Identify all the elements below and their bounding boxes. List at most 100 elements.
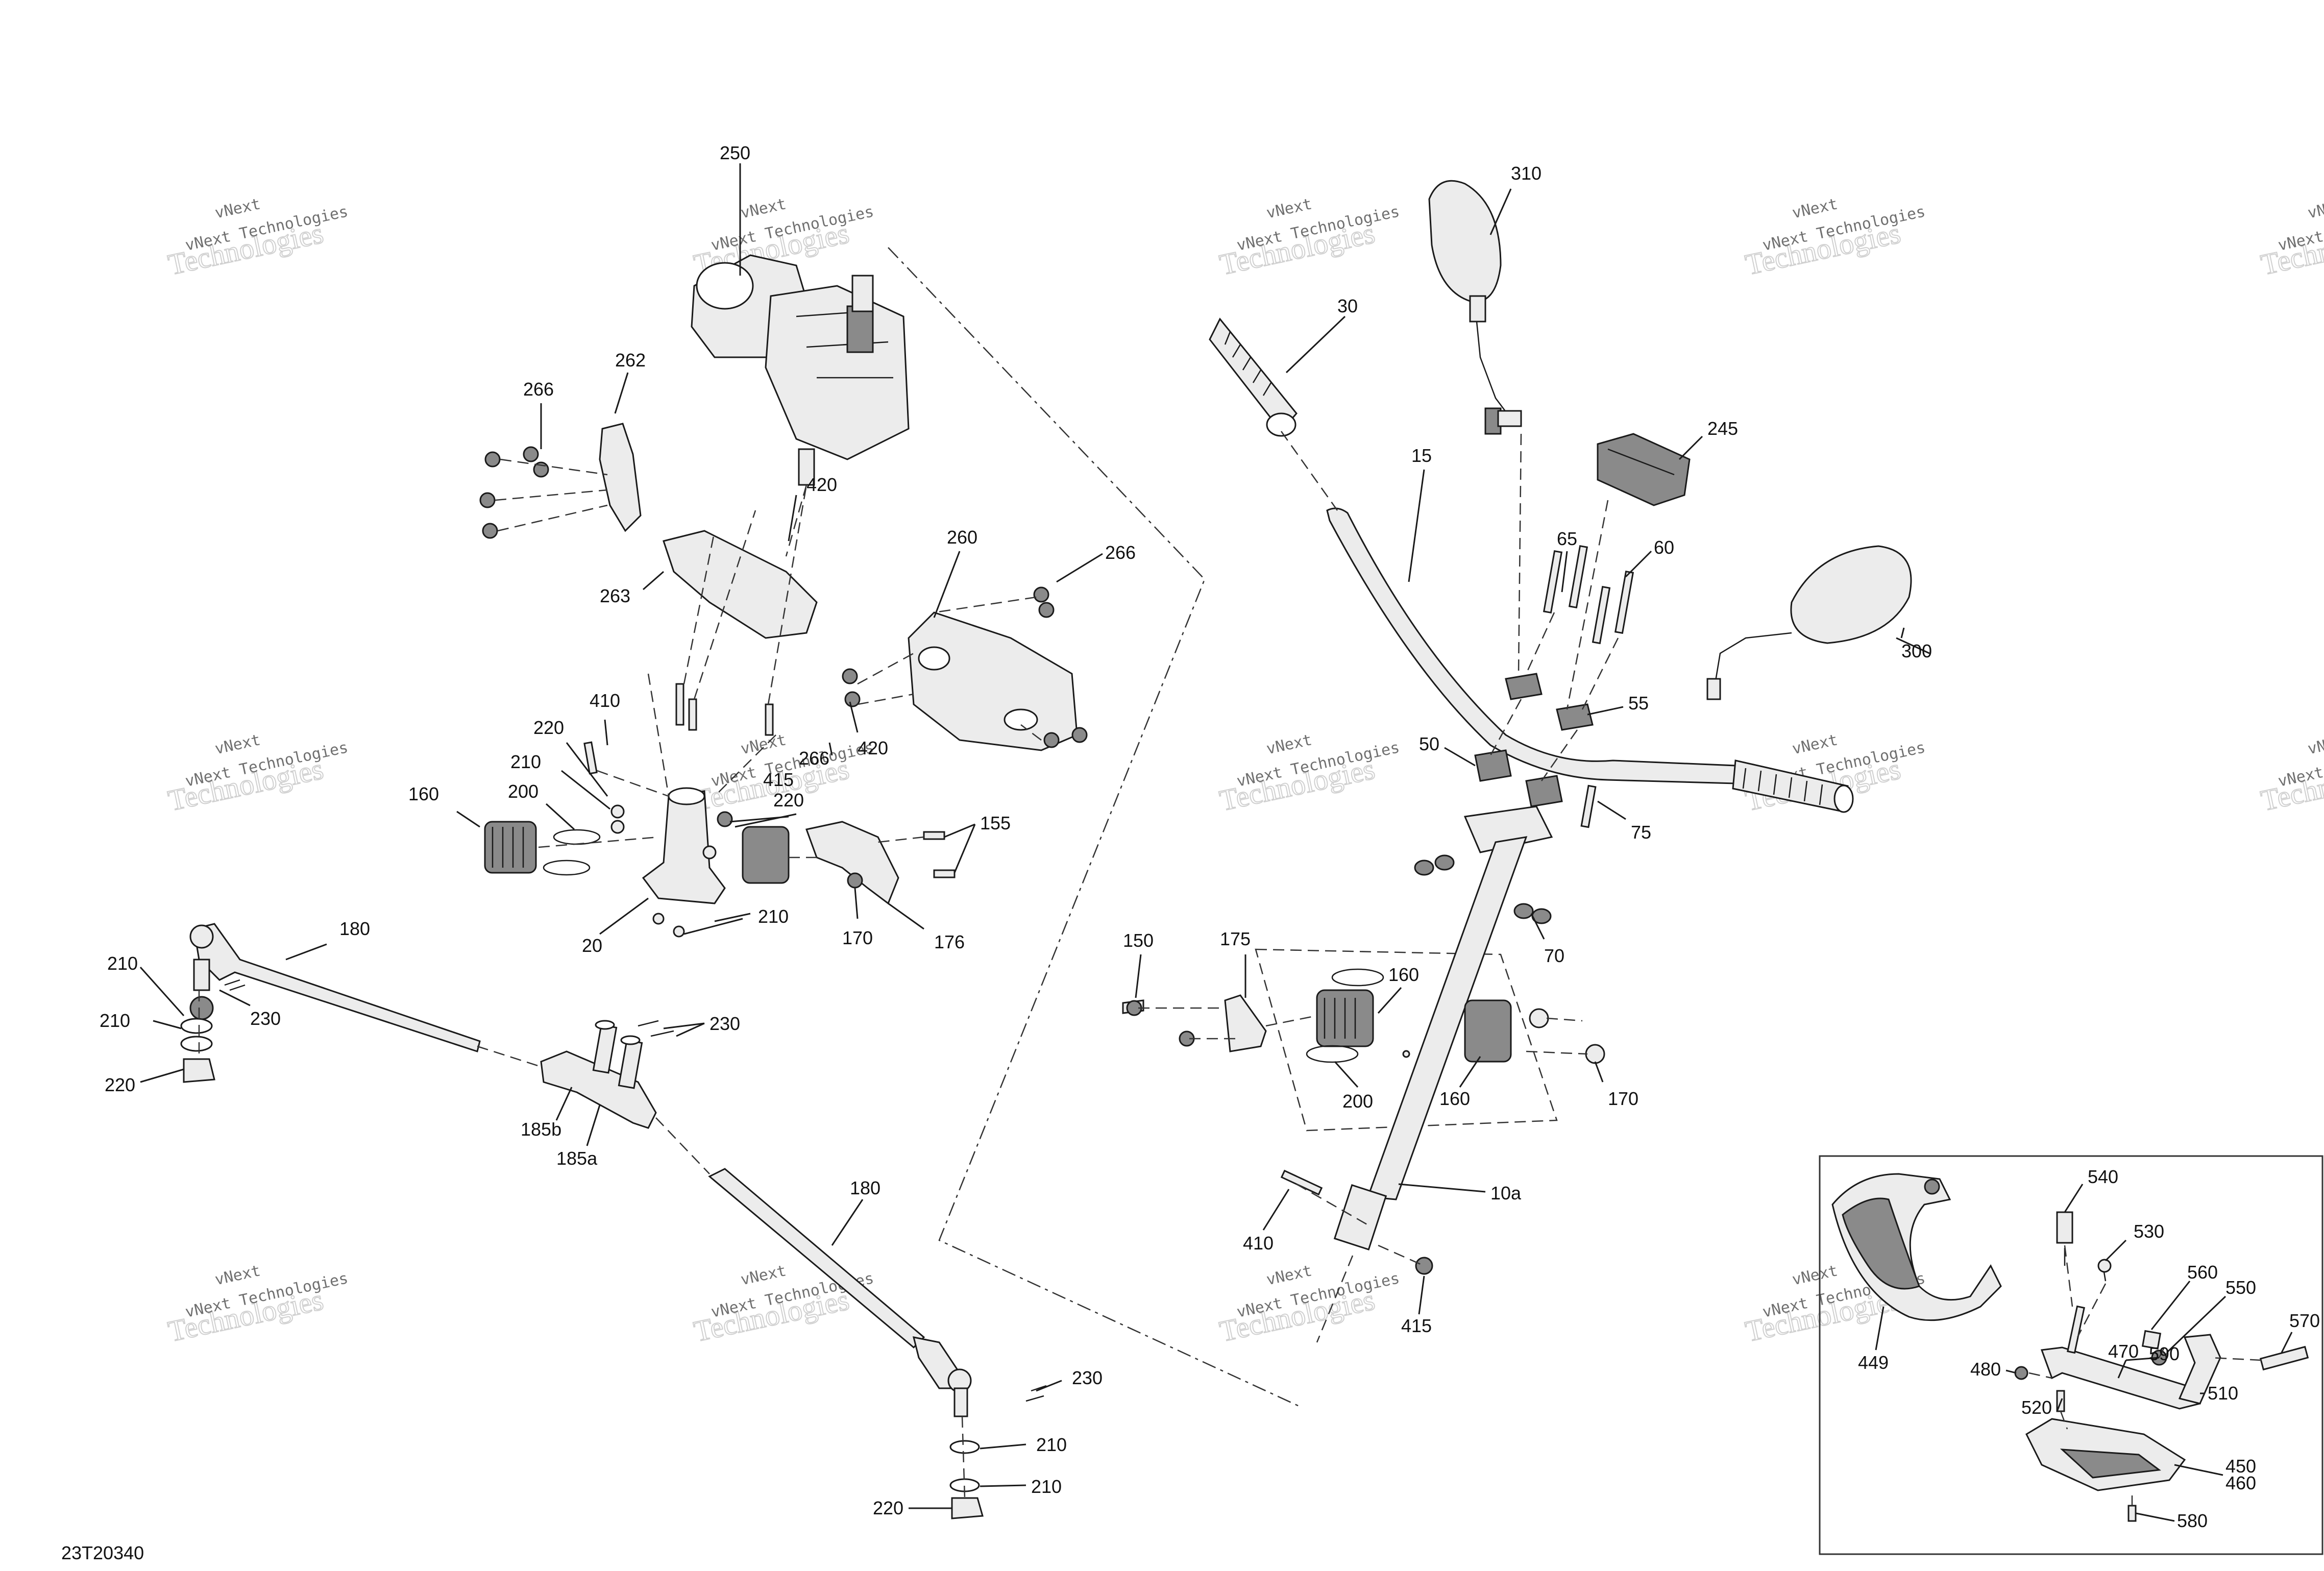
pitman-arm — [484, 741, 956, 938]
label-263: 263 — [600, 585, 630, 606]
label-449: 449 — [1858, 1352, 1889, 1373]
label-266c: 266 — [799, 748, 829, 769]
label-220c: 220 — [105, 1074, 135, 1095]
watermark-8: Technologies vNext Technologies vNext — [1216, 731, 1401, 818]
brackets — [599, 423, 1078, 751]
grip-left — [1209, 317, 1298, 437]
label-180b: 180 — [850, 1177, 880, 1198]
label-420a: 420 — [806, 474, 837, 495]
steering-column — [1333, 784, 1597, 1251]
watermark-top: vNext — [1791, 1262, 1840, 1289]
label-410a: 410 — [590, 690, 620, 711]
bolts-266-left — [479, 446, 549, 539]
label-480: 480 — [1970, 1359, 2001, 1380]
label-415a: 415 — [763, 769, 794, 790]
part-labels: 250 310 30 266 262 420 15 245 65 60 260 … — [100, 142, 2320, 1531]
label-155: 155 — [980, 813, 1011, 833]
steering-motor — [691, 254, 910, 486]
watermark-top: vNext — [1265, 731, 1314, 758]
label-180a: 180 — [339, 918, 370, 939]
label-170b: 170 — [1608, 1088, 1638, 1109]
label-550: 550 — [2225, 1277, 2256, 1298]
label-210a: 210 — [510, 751, 541, 772]
watermark-11: Technologies vNext Technologies vNext — [165, 1262, 350, 1348]
handlebar — [1326, 507, 1854, 813]
column-bearings — [1122, 968, 1605, 1064]
label-170a: 170 — [842, 927, 873, 948]
label-210b: 210 — [758, 906, 789, 927]
label-30: 30 — [1337, 296, 1358, 316]
watermark-12: Technologies vNext Technologies vNext — [691, 1262, 875, 1348]
watermark-top: vNext — [2306, 731, 2324, 758]
label-210f: 210 — [1031, 1476, 1062, 1497]
tie-rod-center — [540, 1020, 674, 1129]
leader-lines — [139, 163, 2293, 1522]
label-510: 510 — [2208, 1383, 2238, 1404]
diagram-code: 23T20340 — [61, 1542, 144, 1563]
watermark-top: vNext — [1265, 195, 1314, 222]
steering-assembly-outline — [888, 247, 1300, 1407]
watermark-top: vNext — [739, 195, 788, 222]
label-410b: 410 — [1243, 1233, 1274, 1254]
label-160c: 160 — [1439, 1088, 1470, 1109]
watermark-top: vNext — [739, 731, 788, 758]
label-10a: 10a — [1490, 1183, 1522, 1204]
label-300: 300 — [1901, 641, 1932, 661]
label-570: 570 — [2289, 1310, 2320, 1331]
label-220b: 220 — [773, 790, 804, 811]
label-470: 470 — [2108, 1341, 2139, 1362]
label-200a: 200 — [508, 781, 539, 802]
label-20: 20 — [582, 935, 602, 956]
watermark-top: vNext — [1791, 195, 1840, 222]
watermark-13: Technologies vNext Technologies vNext — [1216, 1262, 1401, 1348]
watermark-top: vNext — [213, 1262, 262, 1289]
tie-rod-left — [180, 923, 481, 1083]
label-530: 530 — [2134, 1221, 2164, 1242]
bracket-bolts — [675, 683, 774, 736]
label-75: 75 — [1631, 822, 1651, 843]
label-310: 310 — [1511, 163, 1542, 184]
label-520: 520 — [2021, 1397, 2052, 1418]
label-55: 55 — [1628, 693, 1649, 714]
mirror-right — [1706, 545, 1912, 700]
label-185b: 185b — [521, 1119, 561, 1140]
label-245: 245 — [1707, 418, 1738, 439]
label-590: 590 — [2149, 1343, 2180, 1364]
label-266b: 266 — [1105, 542, 1136, 563]
label-560: 560 — [2187, 1262, 2218, 1283]
label-220d: 220 — [873, 1498, 903, 1518]
label-220a: 220 — [533, 717, 564, 738]
watermark-6: Technologies vNext Technologies vNext — [165, 731, 350, 818]
label-250: 250 — [720, 142, 750, 163]
handguard-kit — [1831, 1173, 2309, 1522]
label-450: 450 — [2225, 1456, 2256, 1477]
label-65: 65 — [1557, 528, 1577, 549]
tie-rod-right — [708, 1168, 1047, 1519]
label-262: 262 — [615, 350, 646, 371]
mirror-left — [1428, 180, 1522, 435]
label-70: 70 — [1544, 945, 1564, 966]
label-160a: 160 — [408, 783, 439, 804]
watermark-top: vNext — [1791, 731, 1840, 758]
bolts-266-right — [842, 586, 1088, 748]
handlebar-clamps — [1474, 673, 1594, 807]
label-15: 15 — [1411, 445, 1432, 466]
label-150: 150 — [1123, 930, 1154, 951]
bearing-group-outline — [1255, 948, 1558, 1132]
label-50: 50 — [1419, 733, 1439, 754]
watermark-top: vNext — [739, 1262, 788, 1289]
label-175: 175 — [1220, 928, 1251, 949]
label-266a: 266 — [523, 379, 554, 400]
watermark-4: Technologies vNext Technologies vNext — [1742, 195, 1927, 282]
label-160b: 160 — [1388, 964, 1419, 985]
label-185a: 185a — [556, 1148, 598, 1169]
label-230c: 230 — [1072, 1367, 1103, 1388]
watermark-3: Technologies vNext Technologies vNext — [1216, 195, 1401, 282]
label-176: 176 — [934, 931, 965, 952]
watermark-top: vNext — [213, 731, 262, 758]
label-60: 60 — [1654, 537, 1674, 558]
watermark-top: vNext — [2306, 195, 2324, 222]
watermark-1: Technologies vNext Technologies vNext — [165, 195, 350, 282]
handguard-kit-frame — [1819, 1155, 2323, 1555]
